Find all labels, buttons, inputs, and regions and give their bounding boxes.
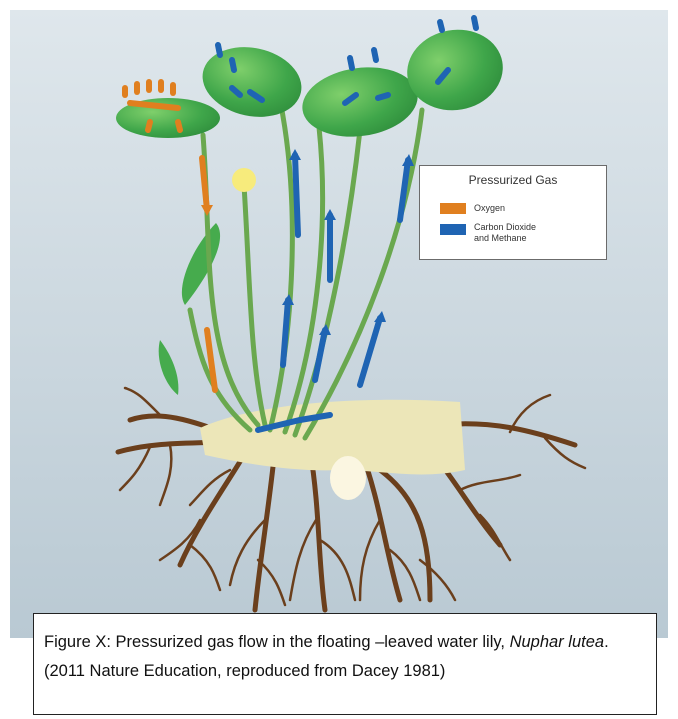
legend-title: Pressurized Gas bbox=[420, 173, 606, 187]
flower-bud bbox=[232, 168, 256, 192]
legend-box: Pressurized Gas Oxygen Carbon Dioxide an… bbox=[419, 165, 607, 260]
caption-prefix: Figure X: Pressurized gas flow in the fl… bbox=[44, 633, 510, 651]
caption-species: Nuphar lutea bbox=[510, 633, 604, 651]
oxygen-swatch bbox=[440, 203, 466, 214]
rhizome-bud bbox=[330, 456, 366, 500]
legend-label-co2-line1: Carbon Dioxide bbox=[474, 222, 536, 233]
legend-label-oxygen: Oxygen bbox=[474, 203, 505, 214]
legend-label-co2-line2: and Methane bbox=[474, 233, 527, 244]
co2-methane-swatch bbox=[440, 224, 466, 235]
figure-caption: Figure X: Pressurized gas flow in the fl… bbox=[33, 613, 657, 715]
